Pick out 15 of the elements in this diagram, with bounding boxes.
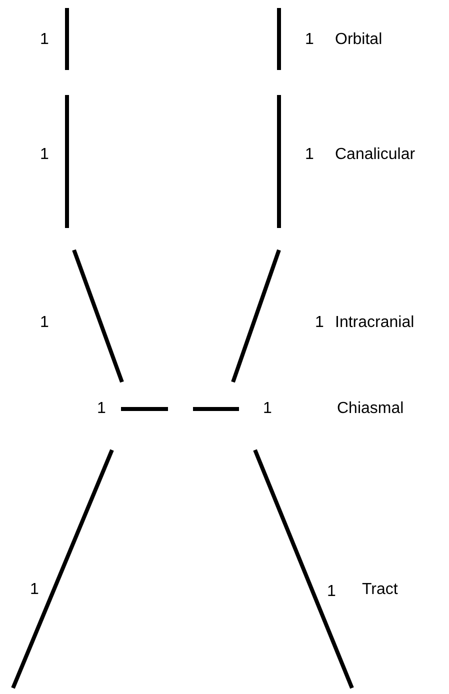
- segment-count: 1: [30, 582, 39, 598]
- segment-name: Tract: [362, 582, 398, 598]
- segment-count: 1: [315, 315, 324, 331]
- segment-count: 1: [40, 32, 49, 48]
- segment-name: Chiasmal: [337, 401, 404, 417]
- segment-count: 1: [305, 32, 314, 48]
- segment-count: 1: [40, 147, 49, 163]
- segment-name: Orbital: [335, 32, 382, 48]
- segment-count: 1: [97, 401, 106, 417]
- segment-count: 1: [305, 147, 314, 163]
- segment-count: 1: [40, 315, 49, 331]
- segment-name: Intracranial: [335, 315, 414, 331]
- segment-count: 1: [327, 584, 336, 600]
- segment-count: 1: [263, 401, 272, 417]
- segment-name: Canalicular: [335, 147, 416, 163]
